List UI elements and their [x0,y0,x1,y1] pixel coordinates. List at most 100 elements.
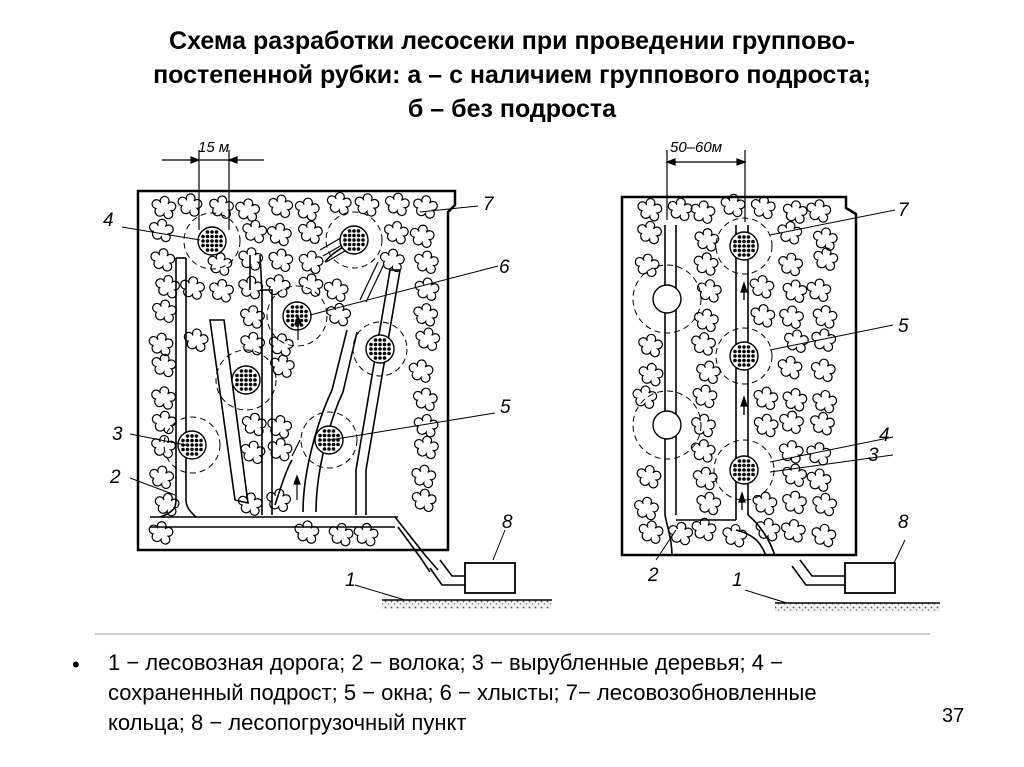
dimension-label-a: 15 м [198,139,229,156]
tree-crown [694,228,720,252]
tree-crown [780,519,806,543]
regrowth-patch [632,264,702,334]
tree-crown [753,413,779,438]
tree-crown [750,304,776,328]
regrowth-patch [713,439,775,501]
callout-a-1: 1 [345,570,356,591]
tree-crown [690,200,716,224]
tree-crown [749,275,775,299]
tree-crown [148,332,174,357]
tree-crown [637,197,663,222]
callout-b-4: 4 [879,425,890,446]
forest-road-b [775,603,940,612]
tree-crown [383,220,409,245]
tree-crown [755,517,781,542]
tree-crown [207,252,233,276]
tree-crown [691,517,717,542]
tree-crowns-b [632,193,839,548]
tree-crown [240,305,265,329]
tree-crown [813,247,839,271]
tree-crown [810,411,835,436]
tree-crown [268,194,294,219]
tree-crown [298,250,324,274]
tree-crown [690,439,716,463]
tree-crown [177,193,203,217]
callout-a-5: 5 [500,397,511,418]
tree-crown [782,279,808,303]
callout-b-7: 7 [898,200,910,221]
tree-crown [413,195,438,219]
tree-crowns-a [148,191,441,547]
tree-crown [151,410,177,435]
tree-crown [696,279,722,303]
tree-crown [778,440,804,464]
cutting-area-b [620,195,858,557]
tree-crown [782,200,808,224]
tree-crown [328,522,354,547]
tree-crown [753,386,779,410]
tree-crown [692,384,718,409]
callout-a-8: 8 [502,512,513,533]
regrowth-patch [632,390,702,460]
tree-crown [237,492,263,516]
regrowth-patch [163,416,221,474]
tree-crown [638,520,664,544]
callout-b-8: 8 [898,512,909,533]
tree-crown [668,521,693,546]
callout-a-4: 4 [103,210,114,231]
tree-crown [268,333,294,357]
dimension-a [162,150,264,230]
regrowth-patches-b [632,217,775,501]
tree-crown [209,279,234,303]
tree-crown [241,412,267,437]
tree-crown [209,195,234,219]
tree-crown [154,492,180,517]
regrowth-patch [300,411,358,469]
slide-title: Схема разработки лесосеки при проведении… [60,24,964,126]
tree-crown [183,328,209,352]
tree-crown [415,327,441,351]
tree-crown [638,362,664,387]
tree-crown [777,355,803,380]
tree-crown [149,465,174,489]
tree-crown [294,197,320,221]
tree-crown [638,333,663,358]
title-line-2: постепенной рубки: а – с наличием группо… [153,61,871,89]
tree-crown [354,193,380,217]
tree-crown [784,329,809,353]
tree-crown [691,332,716,356]
legend-line-2: сохраненный подрост; 5 − окна; 6 − хлыст… [108,680,817,705]
tree-crown [779,410,804,434]
tree-crown [778,252,803,277]
tree-crown [326,302,352,327]
tree-crown [637,220,662,245]
loading-point-b [844,562,896,594]
regrowth-patch [215,349,277,411]
tree-crown [151,195,177,220]
tree-crown [149,218,174,243]
tree-crown [720,193,746,218]
tree-crown [240,331,266,356]
tree-crown [812,389,838,414]
tree-crown [294,520,320,544]
tree-crown [323,278,349,302]
tree-crown [152,299,177,323]
regrowth-patches-a [163,211,408,474]
dimension-b [665,150,747,222]
legend-bullet: • [72,652,80,677]
tree-crown [413,303,439,327]
callout-a-2: 2 [109,467,121,488]
callout-b-5: 5 [898,316,909,337]
tree-crown [180,276,205,300]
tree-crown [151,353,177,378]
tree-crown [806,278,832,302]
tree-crown [240,440,266,465]
tree-crown [412,387,438,411]
tree-crown [782,490,807,515]
tree-crown [414,435,439,460]
tree-crown [692,466,718,491]
dimension-label-b: 50–60м [670,139,722,156]
tree-crown [150,248,176,272]
tree-crown [667,197,693,222]
